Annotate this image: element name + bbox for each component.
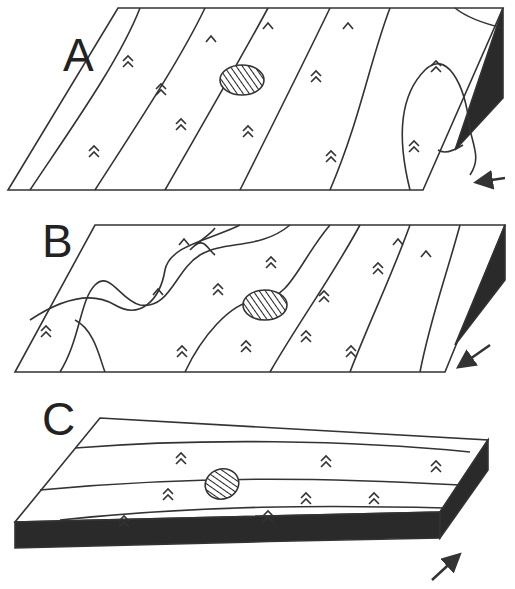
block-letter: A: [63, 32, 94, 78]
block-letter: B: [42, 218, 73, 264]
block-letter: C: [42, 396, 75, 442]
